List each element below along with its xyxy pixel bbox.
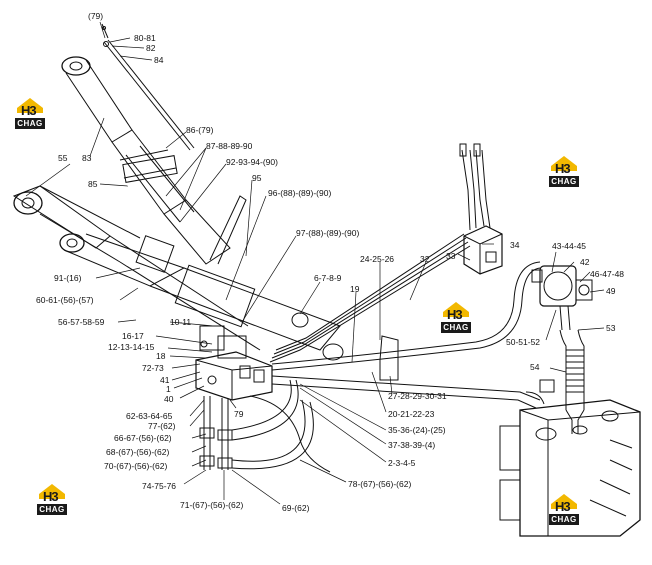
part-label: 42 <box>580 257 590 267</box>
pilot-lines <box>269 233 471 363</box>
part-label: 27-28-29-30-31 <box>388 391 447 401</box>
part-label: 20-21-22-23 <box>388 409 435 419</box>
part-label: 78-(67)-(56)-(62) <box>348 479 412 489</box>
part-label: 85 <box>88 179 98 189</box>
house-icon <box>17 98 43 113</box>
part-label: 68-(67)-(56)-(62) <box>106 447 170 457</box>
lift-arm <box>12 185 261 351</box>
part-label: (79) <box>88 11 104 21</box>
part-label: 19 <box>350 284 360 294</box>
rod-linkage <box>101 23 195 151</box>
part-label: 18 <box>156 351 166 361</box>
house-icon <box>443 302 469 317</box>
part-label: 35-36-(24)-(25) <box>388 425 446 435</box>
watermark-logo: H3 CHAG <box>12 96 48 134</box>
part-label: 16-17 <box>122 331 144 341</box>
watermark-logo: H3 CHAG <box>438 300 474 338</box>
house-icon <box>551 156 577 171</box>
logo-text: CHAG <box>39 505 65 514</box>
part-label: 56-57-58-59 <box>58 317 105 327</box>
tilt-cylinder <box>59 195 344 361</box>
watermark-logo: H3 CHAG <box>34 482 70 520</box>
part-label: 37-38-39-(4) <box>388 440 436 450</box>
logo-mark: H3 <box>555 161 571 176</box>
part-label: 12-13-14-15 <box>108 342 155 352</box>
part-label: 92-93-94-(90) <box>226 157 278 167</box>
part-label: 66-67-(56)-(62) <box>114 433 172 443</box>
return-lines <box>271 261 541 409</box>
part-label: 70-(67)-(56)-(62) <box>104 461 168 471</box>
part-label: 71-(67)-(56)-(62) <box>180 500 244 510</box>
part-label: 91-(16) <box>54 273 82 283</box>
part-label: 82 <box>146 43 156 53</box>
part-label: 43-44-45 <box>552 241 587 251</box>
part-label: 2-3-4-5 <box>388 458 416 468</box>
part-label: 54 <box>530 362 540 372</box>
watermark-logo: H3 CHAG <box>546 492 582 530</box>
logo-band <box>15 118 45 129</box>
part-label: 49 <box>606 286 616 296</box>
part-label: 34 <box>510 240 520 250</box>
part-label: 33 <box>446 251 456 261</box>
part-label: 83 <box>82 153 92 163</box>
part-label: 46-47-48 <box>590 269 625 279</box>
part-label: 32 <box>420 254 430 264</box>
boom-cylinder-upper <box>61 56 231 265</box>
part-label: 72-73 <box>142 363 164 373</box>
part-label: 62-63-64-65 <box>126 411 173 421</box>
valve-hoses <box>199 379 331 473</box>
part-label: 86-(79) <box>186 125 214 135</box>
logo-text: CHAG <box>551 177 577 186</box>
logo-mark: H3 <box>555 499 571 514</box>
filter-assembly <box>531 265 593 331</box>
logo-text: CHAG <box>17 119 43 128</box>
logo-text: CHAG <box>551 515 577 524</box>
part-label: 96-(88)-(89)-(90) <box>268 188 332 198</box>
logo-band <box>549 514 579 525</box>
part-label: 77-(62) <box>148 421 176 431</box>
leader-lines <box>25 21 605 505</box>
logo-mark: H3 <box>21 103 37 118</box>
suction-hose <box>539 329 585 434</box>
part-label: 97-(88)-(89)-(90) <box>296 228 360 238</box>
part-label: 95 <box>252 173 262 183</box>
logo-band <box>441 322 471 333</box>
part-label: 10-11 <box>170 317 192 327</box>
part-label: 55 <box>58 153 68 163</box>
house-icon <box>551 494 577 509</box>
part-label: 60-61-(56)-(57) <box>36 295 94 305</box>
logo-text: CHAG <box>443 323 469 332</box>
watermark-logo: H3 CHAG <box>546 154 582 192</box>
part-label: 41 <box>160 375 170 385</box>
part-label: 79 <box>234 409 244 419</box>
part-label: 69-(62) <box>282 503 310 513</box>
part-label: 53 <box>606 323 616 333</box>
part-label: 80-81 <box>134 33 156 43</box>
part-label: 1 <box>166 384 171 394</box>
house-icon <box>39 484 65 499</box>
hydraulic-tank <box>499 391 641 537</box>
logo-mark: H3 <box>43 489 59 504</box>
part-label: 6-7-8-9 <box>314 273 342 283</box>
part-label: 84 <box>154 55 164 65</box>
part-label: 50-51-52 <box>506 337 541 347</box>
control-valve <box>195 325 273 401</box>
logo-band <box>37 504 67 515</box>
part-label: 40 <box>164 394 174 404</box>
joystick-control <box>459 143 503 275</box>
part-label: 74-75-76 <box>142 481 177 491</box>
logo-mark: H3 <box>447 307 463 322</box>
logo-band <box>549 176 579 187</box>
part-label: 24-25-26 <box>360 254 395 264</box>
part-label: 87-88-89-90 <box>206 141 253 151</box>
